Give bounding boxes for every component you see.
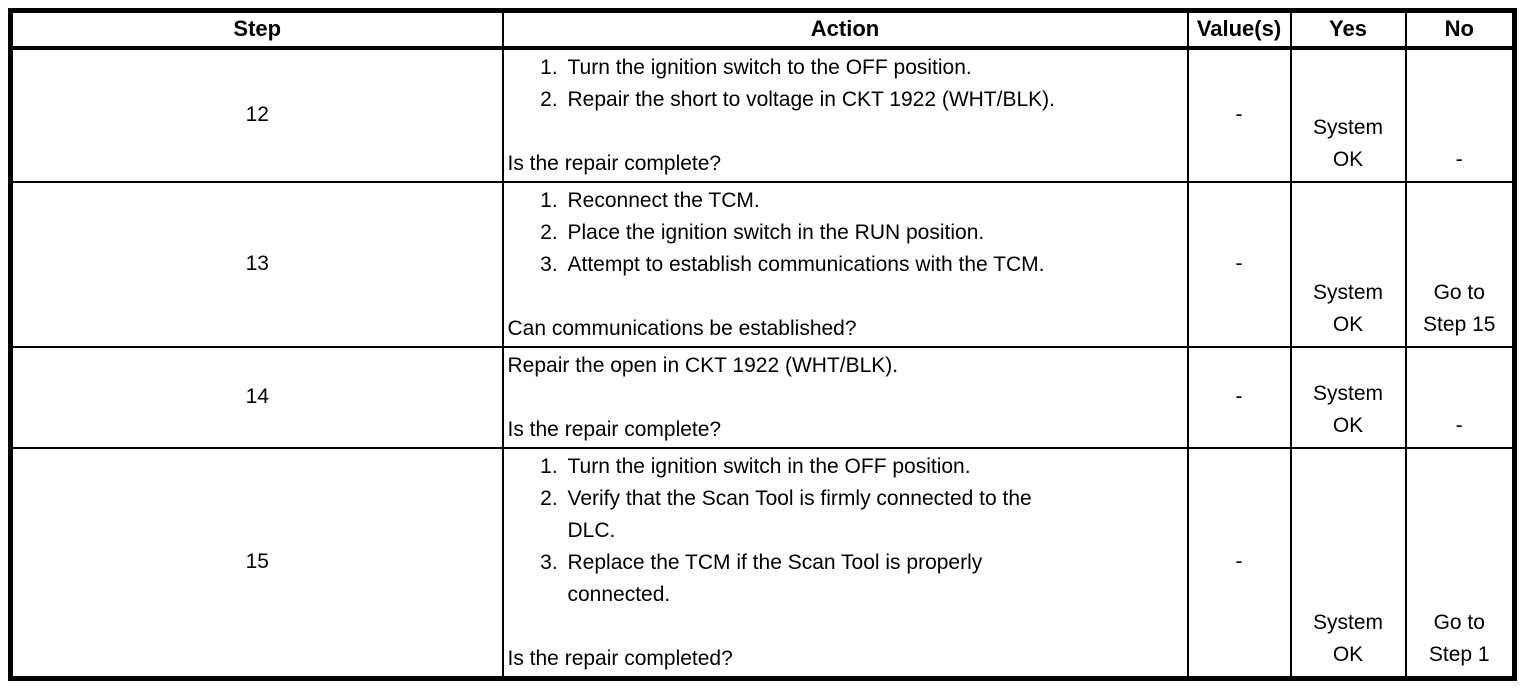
action-step-item: Repair the short to voltage in CKT 1922 … [564,84,1183,116]
values-cell: - [1186,345,1292,449]
action-step-item: Turn the ignition switch in the OFF posi… [564,451,1183,483]
action-question: Is the repair complete? [507,151,722,175]
action-cell: Turn the ignition switch to the OFF posi… [501,46,1189,183]
action-question: Is the repair complete? [507,417,722,441]
action-question: Can communications be established? [507,316,857,340]
action-question: Is the repair completed? [507,646,733,670]
column-header-step: Step [9,9,504,50]
no-cell: - [1404,345,1516,449]
no-cell: Go to Step 15 [1404,180,1516,348]
action-step-item: Verify that the Scan Tool is firmly conn… [564,483,1183,547]
no-cell: - [1404,46,1516,183]
column-header-yes: Yes [1289,9,1407,50]
action-steps-list: Turn the ignition switch to the OFF posi… [508,52,1183,116]
header-row: Step Action Value(s) Yes No [9,9,1516,50]
step-cell: 12 [9,46,504,183]
column-header-values: Value(s) [1186,9,1292,50]
column-header-action: Action [501,9,1189,50]
yes-cell: System OK [1289,446,1407,679]
action-cell: Repair the open in CKT 1922 (WHT/BLK). I… [501,345,1189,449]
step-cell: 15 [9,446,504,679]
yes-cell: System OK [1289,180,1407,348]
action-step-item: Reconnect the TCM. [564,185,1183,217]
table-row-step-15: 15 Turn the ignition switch in the OFF p… [9,446,1516,679]
table-row-step-13: 13 Reconnect the TCM. Place the ignition… [9,180,1516,348]
troubleshooting-step-table: Step Action Value(s) Yes No 12 Turn the … [8,8,1517,681]
action-step-item: Turn the ignition switch to the OFF posi… [564,52,1183,84]
values-cell: - [1186,46,1292,183]
step-cell: 14 [9,345,504,449]
table-row-step-14: 14 Repair the open in CKT 1922 (WHT/BLK)… [9,345,1516,449]
action-cell: Turn the ignition switch in the OFF posi… [501,446,1189,679]
yes-cell: System OK [1289,46,1407,183]
column-header-no: No [1404,9,1516,50]
action-step-item: Place the ignition switch in the RUN pos… [564,217,1183,249]
step-cell: 13 [9,180,504,348]
values-cell: - [1186,180,1292,348]
no-cell: Go to Step 1 [1404,446,1516,679]
table-row-step-12: 12 Turn the ignition switch to the OFF p… [9,46,1516,183]
values-cell: - [1186,446,1292,679]
action-steps-list: Turn the ignition switch in the OFF posi… [508,451,1183,611]
action-steps-list: Reconnect the TCM. Place the ignition sw… [508,185,1183,281]
action-cell: Reconnect the TCM. Place the ignition sw… [501,180,1189,348]
action-step-item: Attempt to establish communications with… [564,249,1183,281]
action-instruction: Repair the open in CKT 1922 (WHT/BLK). [507,353,899,377]
yes-cell: System OK [1289,345,1407,449]
action-step-item: Replace the TCM if the Scan Tool is prop… [564,547,1183,611]
